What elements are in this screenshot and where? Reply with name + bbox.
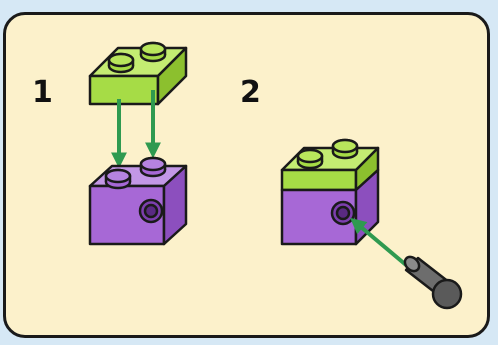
purple-brick-icon — [88, 156, 188, 246]
green-plate-icon — [88, 41, 188, 106]
combined-brick-icon — [280, 138, 380, 246]
step-1-arrows — [111, 90, 161, 169]
instruction-panel — [3, 12, 490, 338]
arrow-to-hole-icon — [350, 217, 414, 272]
step-1-diagram — [88, 41, 188, 246]
step-1-number: 1 — [32, 75, 53, 110]
step-2-number: 2 — [240, 75, 261, 110]
step-2-diagram — [280, 138, 463, 310]
pin-icon — [403, 255, 463, 310]
